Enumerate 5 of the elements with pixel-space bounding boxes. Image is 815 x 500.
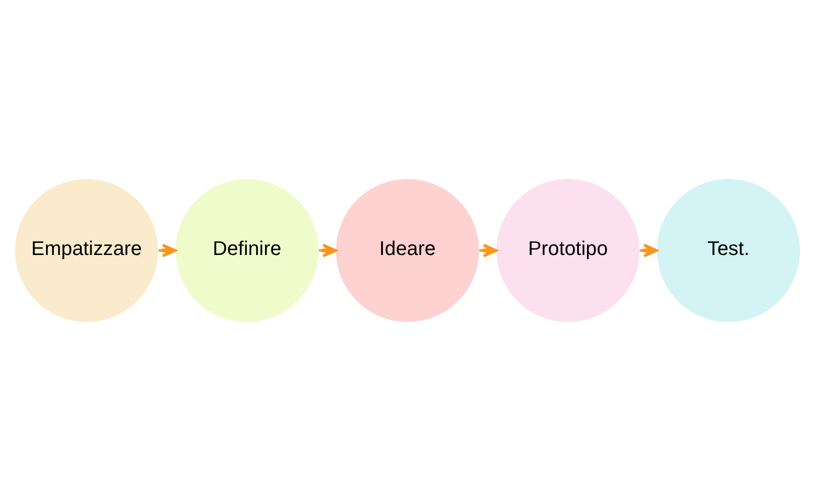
node-circle: Definire: [176, 178, 319, 322]
node-circle: Ideare: [336, 178, 480, 322]
node-circle: Test.: [656, 178, 800, 322]
node-circle: Prototipo: [496, 178, 640, 322]
node-circle: Empatizzare: [15, 178, 158, 322]
